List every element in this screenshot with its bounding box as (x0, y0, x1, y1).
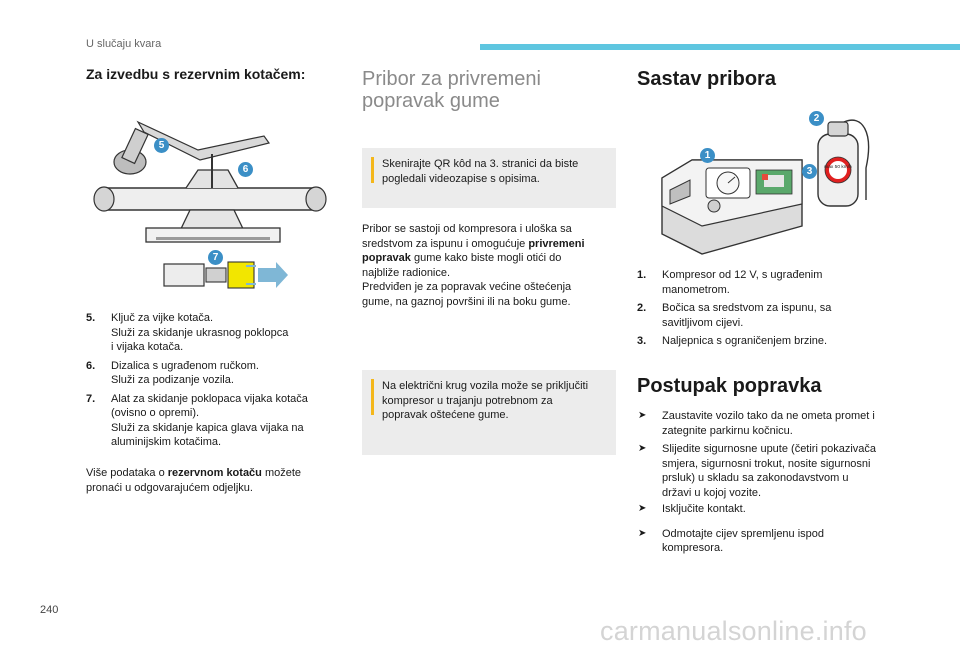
speed-limit-sticker-text: max 50 km/h (824, 164, 852, 170)
list-item: 7. Alat za skidanje poklopaca vijaka kot… (86, 392, 308, 449)
list-item: ➤ Slijedite sigurnosne upute (četiri pok… (638, 443, 877, 499)
page-number: 240 (40, 604, 59, 616)
jack-and-wrench-drawing (93, 120, 327, 289)
kit-contents-list: 1. Kompresor od 12 V, s ugrađenim manome… (637, 268, 907, 353)
repair-steps-list: ➤ Zaustavite vozilo tako da ne ometa pro… (637, 409, 907, 560)
spare-wheel-tools-list: 5. Ključ za vijke kotača. Služi za skida… (86, 311, 346, 454)
list-item: 3. Naljepnica s ograničenjem brzine. (637, 335, 828, 347)
compressor-and-bottle-drawing: max 50 km/h (661, 119, 870, 255)
qr-info-box: Skenirajte QR kôd na 3. stranici da bist… (362, 148, 616, 208)
info-marker (371, 379, 374, 415)
arrow-icon: ➤ (638, 527, 647, 539)
spare-wheel-note: Više podataka o rezervnom kotaču možete … (86, 467, 302, 494)
list-item: 5. Ključ za vijke kotača. Služi za skida… (86, 312, 289, 353)
info-marker (371, 157, 374, 183)
header-accent-bar (480, 44, 960, 50)
kit-contents-title: Sastav pribora (637, 68, 776, 90)
list-item: 2. Bočica sa sredstvom za ispunu, sa sav… (637, 302, 832, 329)
spare-wheel-tools-illustration: 5 6 7 (86, 110, 336, 300)
arrow-icon: ➤ (638, 503, 647, 514)
callout-7: 7 (208, 250, 223, 265)
callout-2: 2 (809, 111, 824, 126)
callout-3: 3 (802, 164, 817, 179)
list-item: 6. Dizalica s ugrađenom ručkom. Služi za… (86, 359, 259, 387)
spare-wheel-title: Za izvedbu s rezervnim kotačem: (86, 66, 306, 82)
repair-kit-description: Pribor se sastoji od kompresora i uloška… (362, 223, 585, 308)
repair-kit-title: Pribor za privremeni popravak gume (362, 68, 541, 112)
repair-procedure-title: Postupak popravka (637, 375, 822, 397)
callout-6: 6 (238, 162, 253, 177)
arrow-icon: ➤ (638, 443, 647, 454)
electrical-info-box: Na električni krug vozila može se priklj… (362, 370, 616, 455)
list-item: ➤ Odmotajte cijev spremljenu ispod kompr… (638, 527, 825, 555)
repair-kit-illustration: max 50 km/h 1 2 3 (652, 108, 882, 258)
list-item: 1. Kompresor od 12 V, s ugrađenim manome… (637, 269, 823, 296)
section-title: U slučaju kvara (86, 38, 162, 50)
callout-1: 1 (700, 148, 715, 163)
list-item: ➤ Isključite kontakt. (638, 503, 746, 515)
list-item: ➤ Zaustavite vozilo tako da ne ometa pro… (638, 410, 875, 437)
watermark: carmanualsonline.info (600, 616, 867, 646)
arrow-icon: ➤ (638, 410, 647, 421)
callout-5: 5 (154, 138, 169, 153)
